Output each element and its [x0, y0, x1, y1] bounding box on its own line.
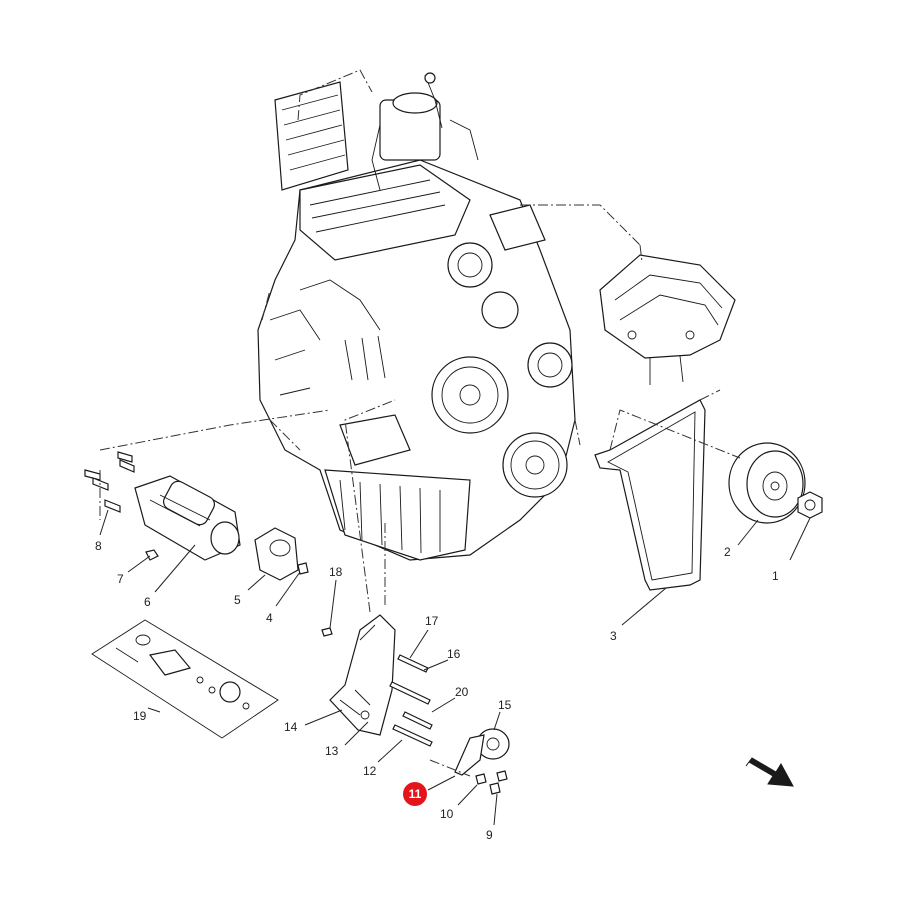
- callout-17[interactable]: 17: [425, 614, 439, 628]
- callout-numbers: 1 2 3 4 5 6 7 8 9 10 12 13 14 15 16 17 1…: [95, 539, 779, 842]
- manifold-heat-shield: [599, 244, 736, 385]
- starter-housing: [254, 527, 299, 581]
- callout-leaders: [99, 509, 811, 826]
- drive-belt: [594, 399, 706, 591]
- starter-motor: [134, 475, 241, 561]
- bolts: [321, 627, 433, 747]
- tensioner-bracket: [329, 614, 396, 736]
- callout-19[interactable]: 19: [133, 709, 147, 723]
- callout-9[interactable]: 9: [486, 828, 493, 842]
- callout-15[interactable]: 15: [498, 698, 512, 712]
- pulley: [728, 442, 806, 524]
- callout-8[interactable]: 8: [95, 539, 102, 553]
- callout-5[interactable]: 5: [234, 593, 241, 607]
- callout-11-highlight[interactable]: 11: [403, 782, 427, 806]
- callout-3[interactable]: 3: [610, 629, 617, 643]
- arrow-icon: [745, 757, 794, 787]
- callout-6[interactable]: 6: [144, 595, 151, 609]
- pulley-nut: [797, 491, 823, 519]
- callout-11: 11: [409, 787, 422, 801]
- callout-20[interactable]: 20: [455, 685, 469, 699]
- belt-tensioner: [454, 728, 510, 776]
- tensioner-bolts: [475, 770, 508, 795]
- assembly-guide-lines: [99, 389, 741, 777]
- highlight-badge: [403, 782, 427, 806]
- callout-4[interactable]: 4: [266, 611, 273, 625]
- callout-1[interactable]: 1: [772, 569, 779, 583]
- callout-13[interactable]: 13: [325, 744, 339, 758]
- callout-10[interactable]: 10: [440, 807, 454, 821]
- callout-7[interactable]: 7: [117, 572, 124, 586]
- callout-18[interactable]: 18: [329, 565, 343, 579]
- solenoid-kit: [91, 619, 279, 739]
- callout-2[interactable]: 2: [724, 545, 731, 559]
- callout-12[interactable]: 12: [363, 764, 377, 778]
- callout-16[interactable]: 16: [447, 647, 461, 661]
- callout-14[interactable]: 14: [284, 720, 298, 734]
- engine-assembly: [257, 69, 641, 561]
